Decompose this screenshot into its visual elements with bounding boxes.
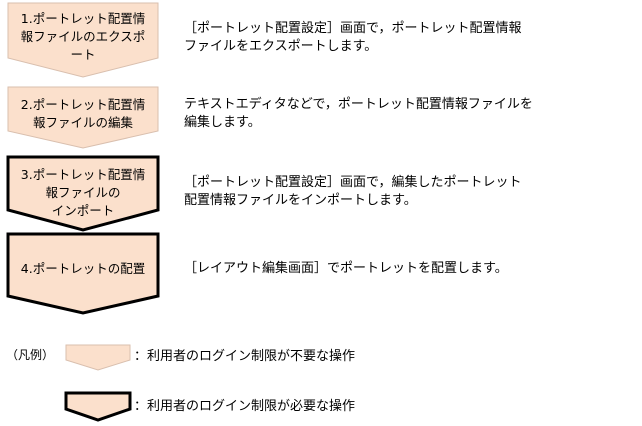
step-3-description-line-1: ［ポートレット配置設定］画面で，編集したポートレット — [184, 175, 522, 190]
legend-item-required: ：利用者のログイン制限が必要な操作 — [134, 399, 356, 414]
step-4-shape — [6, 232, 160, 315]
step-4-description: ［レイアウト編集画面］でポートレットを配置します。 — [184, 260, 508, 278]
step-1-label: 1.ポートレット配置情 報ファイルのエクスポ ート — [5, 10, 161, 64]
step-1-description: ［ポートレット配置設定］画面で，ポートレット配置情報 ファイルをエクスポートしま… — [184, 20, 521, 56]
legend-item-not-required: ：利用者のログイン制限が不要な操作 — [134, 349, 356, 364]
step-2-description-line-1: テキストエディタなどで，ポートレット配置情報ファイルを — [184, 97, 533, 112]
legend-shape-required — [64, 391, 132, 422]
step-1-line-3: ート — [70, 47, 96, 62]
step-3-shape — [6, 155, 160, 232]
step-1-description-line-2: ファイルをエクスポートします。 — [184, 39, 378, 54]
step-2-line-1: 2.ポートレット配置情 — [20, 97, 146, 112]
step-3-line-1: 3.ポートレット配置情 — [20, 167, 146, 182]
step-2-label: 2.ポートレット配置情 報ファイルの編集 — [5, 96, 161, 132]
step-1-description-line-1: ［ポートレット配置設定］画面で，ポートレット配置情報 — [184, 21, 522, 36]
step-2-description-line-2: 編集します。 — [184, 115, 261, 130]
step-1-shape — [7, 2, 159, 78]
step-3-description-line-2: 配置情報ファイルをインポートします。 — [184, 193, 417, 208]
step-3-description: ［ポートレット配置設定］画面で，編集したポートレット 配置情報ファイルをインポー… — [184, 174, 521, 210]
step-4-label: 4.ポートレットの配置 — [5, 260, 161, 278]
legend-title: （凡例） — [6, 348, 55, 362]
step-3-line-3: インポート — [51, 203, 115, 218]
step-2-line-2: 報ファイルの編集 — [32, 115, 133, 130]
step-1-line-1: 1.ポートレット配置情 — [20, 11, 146, 26]
step-3-line-2: 報ファイルの — [45, 185, 121, 200]
legend-shape-not-required — [65, 344, 131, 371]
step-3-label: 3.ポートレット配置情 報ファイルの インポート — [5, 166, 161, 220]
step-2-description: テキストエディタなどで，ポートレット配置情報ファイルを 編集します。 — [184, 96, 533, 132]
step-4-description-line-1: ［レイアウト編集画面］でポートレットを配置します。 — [184, 261, 508, 276]
step-2-shape — [7, 86, 159, 149]
step-4-line-1: 4.ポートレットの配置 — [20, 261, 146, 276]
step-1-line-2: 報ファイルのエクスポ — [20, 29, 146, 44]
